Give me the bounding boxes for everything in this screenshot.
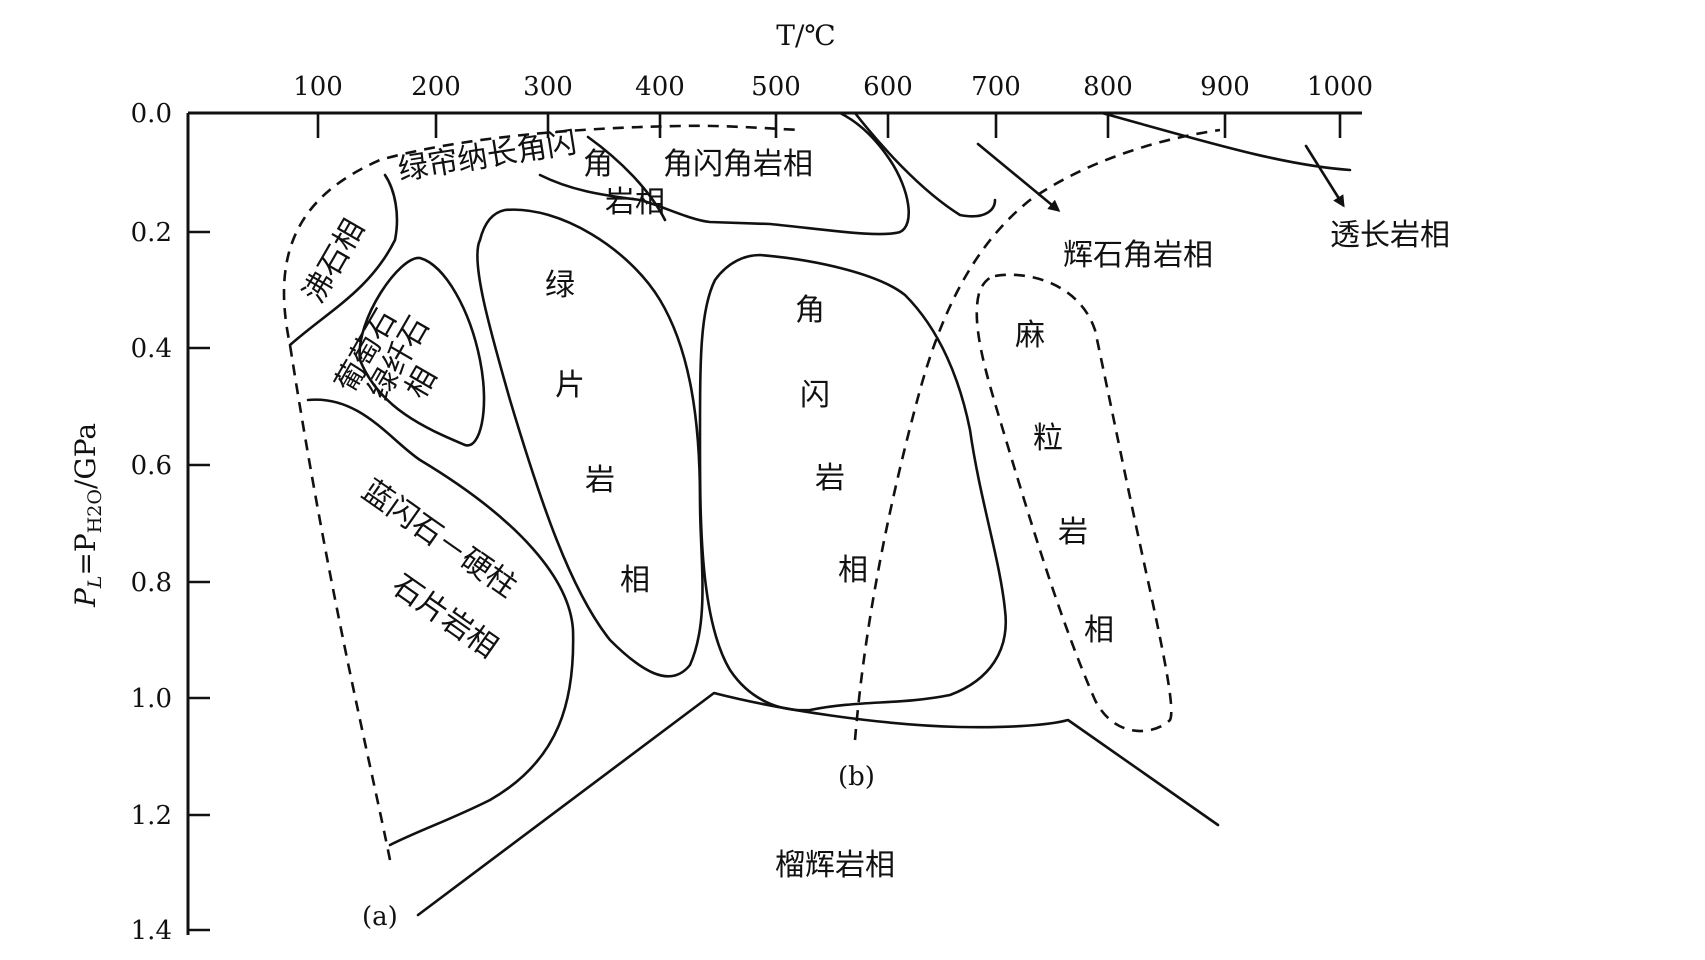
label-hornfels-small-1: 角	[583, 147, 613, 182]
x-tick-label: 300	[523, 72, 573, 102]
x-tick-label: 100	[293, 72, 343, 102]
y-tick-label: 0.6	[131, 451, 172, 481]
label-greenschist-2: 片	[555, 368, 585, 403]
granulite-boundary	[975, 273, 1173, 733]
hornfels-small-boundary	[586, 135, 667, 222]
x-axis-title: T/℃	[776, 19, 835, 52]
label-zeolite: 沸石相	[297, 214, 372, 309]
eclogite-boundary	[416, 691, 1220, 917]
label-curve-a: (a)	[362, 902, 398, 932]
x-tick-label: 900	[1200, 72, 1250, 102]
label-greenschist-1: 绿	[545, 268, 575, 303]
greenschist-boundary	[476, 208, 704, 678]
outer-dashed-boundary	[282, 124, 801, 861]
label-amphibolite-1: 角	[795, 293, 825, 328]
label-granulite-4: 相	[1084, 613, 1114, 648]
y-tick-label: 1.4	[131, 916, 172, 946]
y-axis-ticks: 0.0 0.2 0.4 0.6 0.8 1.0 1.2 1.4	[131, 99, 210, 946]
label-amphibolite-2: 闪	[800, 378, 830, 413]
zeolite-boundary	[288, 173, 399, 347]
label-prehnite-pumpellyite: 葡萄石 绿纤石 相	[329, 303, 445, 406]
y-axis-title: PL=PH2O/GPa	[69, 423, 106, 608]
label-curve-b: (b)	[838, 762, 875, 792]
blueschist-boundary	[306, 398, 575, 847]
label-epidote-albite-amphibolite: 绿帘纳长角闪	[396, 125, 579, 188]
hornblende-hornfels-boundary	[538, 111, 911, 236]
label-granulite-3: 岩	[1058, 515, 1088, 550]
x-tick-label: 800	[1083, 72, 1133, 102]
y-tick-label: 0.2	[131, 218, 172, 248]
svg-text:PL=PH2O/GPa: PL=PH2O/GPa	[69, 423, 106, 608]
label-eclogite: 榴辉岩相	[775, 848, 895, 883]
label-granulite-2: 粒	[1033, 421, 1063, 456]
x-tick-label: 400	[635, 72, 685, 102]
x-tick-label: 600	[863, 72, 913, 102]
x-tick-label: 1000	[1307, 72, 1373, 102]
label-greenschist-3: 岩	[585, 463, 615, 498]
label-amphibole-hornfels: 角闪角岩相	[663, 147, 813, 182]
arrow-pyroxene-hornfels	[976, 142, 1061, 212]
y-tick-label: 0.0	[131, 99, 172, 129]
label-pyroxene-hornfels: 辉石角岩相	[1063, 238, 1213, 273]
label-greenschist-4: 相	[620, 563, 650, 598]
y-tick-label: 0.4	[131, 334, 172, 364]
label-amphibolite-4: 相	[838, 553, 868, 588]
label-granulite-1: 麻	[1015, 318, 1045, 353]
curve-b-dashed	[853, 128, 1221, 741]
x-axis-ticks: 100 200 300 400 500 600 700 800 900 1000	[293, 72, 1373, 138]
prehnite-pumpellyite-boundary	[358, 256, 486, 447]
label-amphibolite-3: 岩	[815, 461, 845, 496]
amphibolite-boundary	[698, 253, 1008, 712]
x-tick-label: 700	[971, 72, 1021, 102]
x-tick-label: 200	[411, 72, 461, 102]
sanidinite-boundary	[1100, 111, 1352, 172]
y-tick-label: 1.0	[131, 684, 172, 714]
y-tick-label: 1.2	[131, 801, 172, 831]
label-hornfels-small-2: 岩相	[605, 185, 665, 220]
x-tick-label: 500	[751, 72, 801, 102]
y-tick-label: 0.8	[131, 568, 172, 598]
arrow-sanidinite	[1304, 144, 1345, 208]
pyroxene-hornfels-boundary	[853, 111, 997, 218]
label-sanidinite: 透长岩相	[1330, 218, 1450, 253]
label-blueschist-1: 蓝闪石－硬柱	[355, 473, 523, 605]
